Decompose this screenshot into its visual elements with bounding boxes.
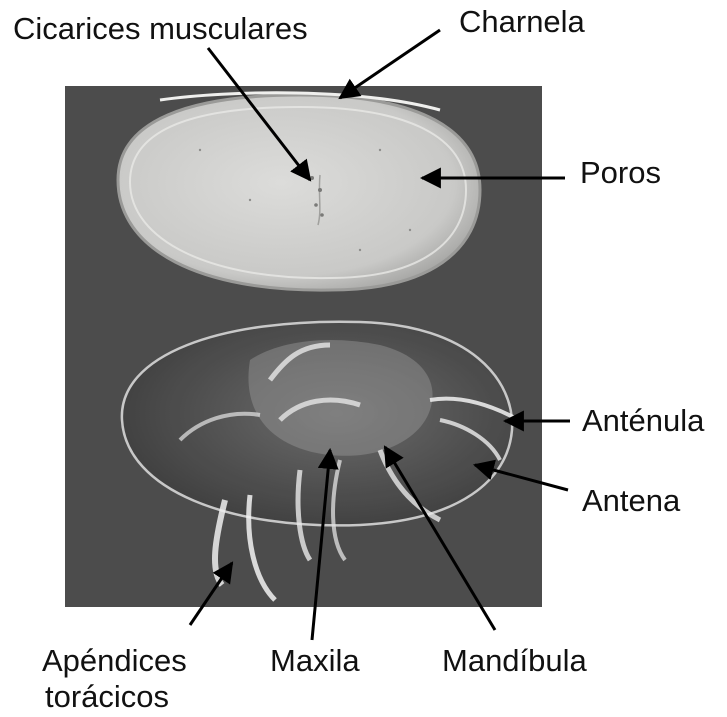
label-thoracic-appendages-line1: Apéndices bbox=[42, 645, 187, 676]
label-hinge: Charnela bbox=[459, 6, 585, 37]
label-pores: Poros bbox=[580, 157, 661, 188]
shell-valve bbox=[118, 93, 480, 290]
label-muscle-scars: Cicarices musculares bbox=[13, 13, 308, 44]
label-thoracic-appendages-line2: torácicos bbox=[45, 681, 169, 712]
label-maxilla: Maxila bbox=[270, 645, 360, 676]
label-antenna: Antena bbox=[582, 485, 680, 516]
label-mandible: Mandíbula bbox=[442, 645, 587, 676]
label-antennule: Anténula bbox=[582, 405, 704, 436]
